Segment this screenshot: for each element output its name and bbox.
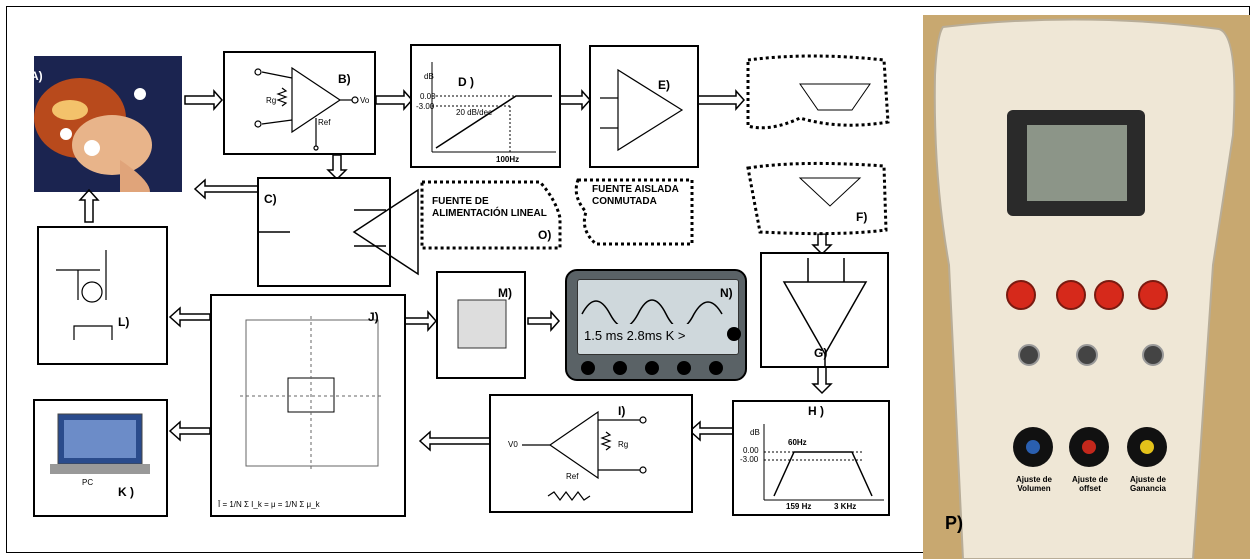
device-photo: Ajuste de Volumen Ajuste de offset Ajust… xyxy=(923,15,1250,559)
label-f: F) xyxy=(856,210,867,224)
laptop-icon xyxy=(50,414,150,474)
fuente-aislada-text: FUENTE AISLADA CONMUTADA xyxy=(592,184,688,208)
lcd-side-button[interactable] xyxy=(727,327,741,341)
label-n: N) xyxy=(720,286,733,300)
d-slope: 20 dB/dec xyxy=(456,108,492,117)
h-v1: 0.00 xyxy=(743,446,759,455)
arrow-j-m xyxy=(405,312,436,330)
lcd-screen: 1.5 ms 2.8ms K > xyxy=(577,279,739,355)
d-freq: 100Hz xyxy=(496,155,519,164)
h-db: dB xyxy=(750,428,760,437)
label-l: L) xyxy=(118,315,129,329)
lcd-button[interactable] xyxy=(677,361,691,375)
arrow-c-a xyxy=(195,180,258,198)
block-i xyxy=(490,395,692,512)
formula-text: Ī = 1/N Σ I_k = μ = 1/N Σ μ_k xyxy=(218,500,320,509)
label-d: D ) xyxy=(458,75,474,89)
arrow-d-e xyxy=(560,91,590,109)
b-rg: Rg xyxy=(266,96,276,105)
block-b xyxy=(224,52,375,154)
arrow-h-i xyxy=(690,422,733,440)
label-h: H ) xyxy=(808,404,824,418)
label-p: P) xyxy=(945,513,963,534)
head-image xyxy=(34,56,182,192)
block-l xyxy=(38,227,167,364)
knob-volumen-label: Ajuste de Volumen xyxy=(1009,475,1059,493)
h-f2: 3 KHz xyxy=(834,502,856,511)
lcd-button[interactable] xyxy=(709,361,723,375)
arrow-a-b xyxy=(185,91,222,109)
i-ref: Ref xyxy=(566,472,578,481)
label-g: G) xyxy=(814,346,827,360)
lcd-button[interactable] xyxy=(581,361,595,375)
b-ref: Ref xyxy=(318,118,330,127)
h-peak: 60Hz xyxy=(788,438,807,447)
arrow-i-j xyxy=(420,432,490,450)
label-b: B) xyxy=(338,72,351,86)
lcd-readout: 1.5 ms 2.8ms K > xyxy=(584,328,686,343)
knob-offset-label: Ajuste de offset xyxy=(1065,475,1115,493)
arrow-j-l xyxy=(170,308,210,326)
block-f-top xyxy=(748,56,888,128)
label-k: K ) xyxy=(118,485,134,499)
i-rg: Rg xyxy=(618,440,628,449)
lcd-button[interactable] xyxy=(613,361,627,375)
block-j xyxy=(211,295,405,516)
label-o: O) xyxy=(538,228,551,242)
i-v0: V0 xyxy=(508,440,518,449)
pc-label: PC xyxy=(82,478,93,487)
lcd-button[interactable] xyxy=(645,361,659,375)
label-i: I) xyxy=(618,404,625,418)
label-c: C) xyxy=(264,192,277,206)
d-v2: -3.00 xyxy=(416,102,434,111)
d-v1: 0.00 xyxy=(420,92,436,101)
arrow-b-d xyxy=(376,91,412,109)
h-v2: -3.00 xyxy=(740,455,758,464)
label-j: J) xyxy=(368,310,379,324)
arrow-l-a xyxy=(80,190,98,222)
label-e: E) xyxy=(658,78,670,92)
d-db: dB xyxy=(424,72,434,81)
label-a: A) xyxy=(30,69,43,83)
h-f1: 159 Hz xyxy=(786,502,811,511)
label-m: M) xyxy=(498,286,512,300)
arrow-j-k xyxy=(170,422,210,440)
block-e xyxy=(590,46,698,167)
knob-ganancia-label: Ajuste de Ganancia xyxy=(1121,475,1175,493)
b-vo: Vo xyxy=(360,96,369,105)
fuente-lineal-text: FUENTE DE ALIMENTACIÓN LINEAL xyxy=(432,196,552,220)
arrow-b-c xyxy=(328,155,346,179)
arrow-f-g xyxy=(813,234,831,254)
arrow-g-h xyxy=(813,366,831,393)
arrow-e-f xyxy=(698,91,744,109)
arrow-m-n xyxy=(528,312,559,330)
waveform xyxy=(578,284,738,324)
